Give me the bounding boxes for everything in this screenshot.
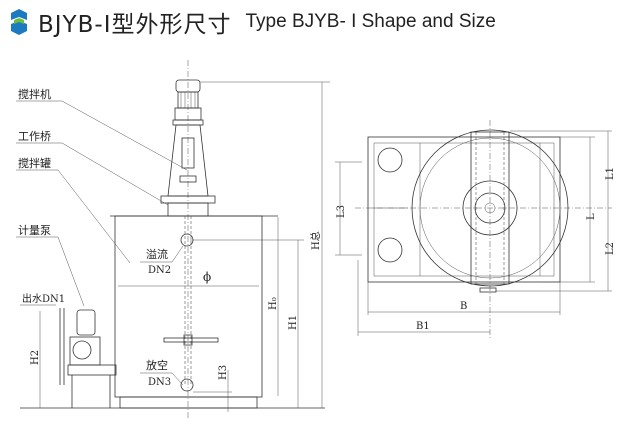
- label-overflow-dn: DN2: [148, 265, 171, 276]
- label-mixer: 搅拌机: [18, 87, 51, 101]
- page-title: BJYB-Ⅰ型外形尺寸 Type BJYB- I Shape and Size: [8, 6, 496, 38]
- label-outlet: 出水DN1: [22, 292, 65, 305]
- dim-l1: L1: [605, 167, 616, 180]
- label-pump: 计量泵: [18, 224, 51, 237]
- dim-h3: H3: [218, 365, 229, 380]
- brand-logo-icon: [11, 9, 27, 35]
- top-view: [335, 120, 612, 340]
- drain-flange: [180, 378, 194, 392]
- title-english: Type BJYB- I Shape and Size: [245, 11, 496, 32]
- dim-h2: H2: [30, 350, 41, 365]
- label-tank: 搅拌罐: [18, 156, 51, 170]
- pump-top-1: [377, 147, 403, 173]
- metering-pump: [59, 308, 117, 408]
- tank-body: [114, 215, 263, 398]
- label-overflow: 溢流: [146, 247, 168, 261]
- mixer-assembly: [160, 79, 219, 385]
- label-drain-dn: DN3: [148, 377, 171, 388]
- label-drain: 放空: [146, 358, 168, 372]
- dim-h0: H₀: [268, 297, 279, 310]
- dim-b1: B1: [416, 321, 430, 332]
- title-chinese: BJYB-Ⅰ型外形尺寸: [38, 12, 232, 38]
- label-diameter: ϕ: [203, 270, 211, 284]
- dim-l2: L2: [605, 242, 616, 255]
- label-bridge: 工作桥: [18, 130, 51, 143]
- dim-h1: H1: [288, 315, 299, 330]
- dim-b: B: [460, 301, 467, 312]
- dim-h-total: H总: [309, 231, 322, 250]
- dim-l3: L3: [336, 205, 347, 218]
- dim-l: L: [586, 213, 597, 220]
- front-view: [16, 60, 330, 418]
- pump-top-2: [377, 237, 403, 263]
